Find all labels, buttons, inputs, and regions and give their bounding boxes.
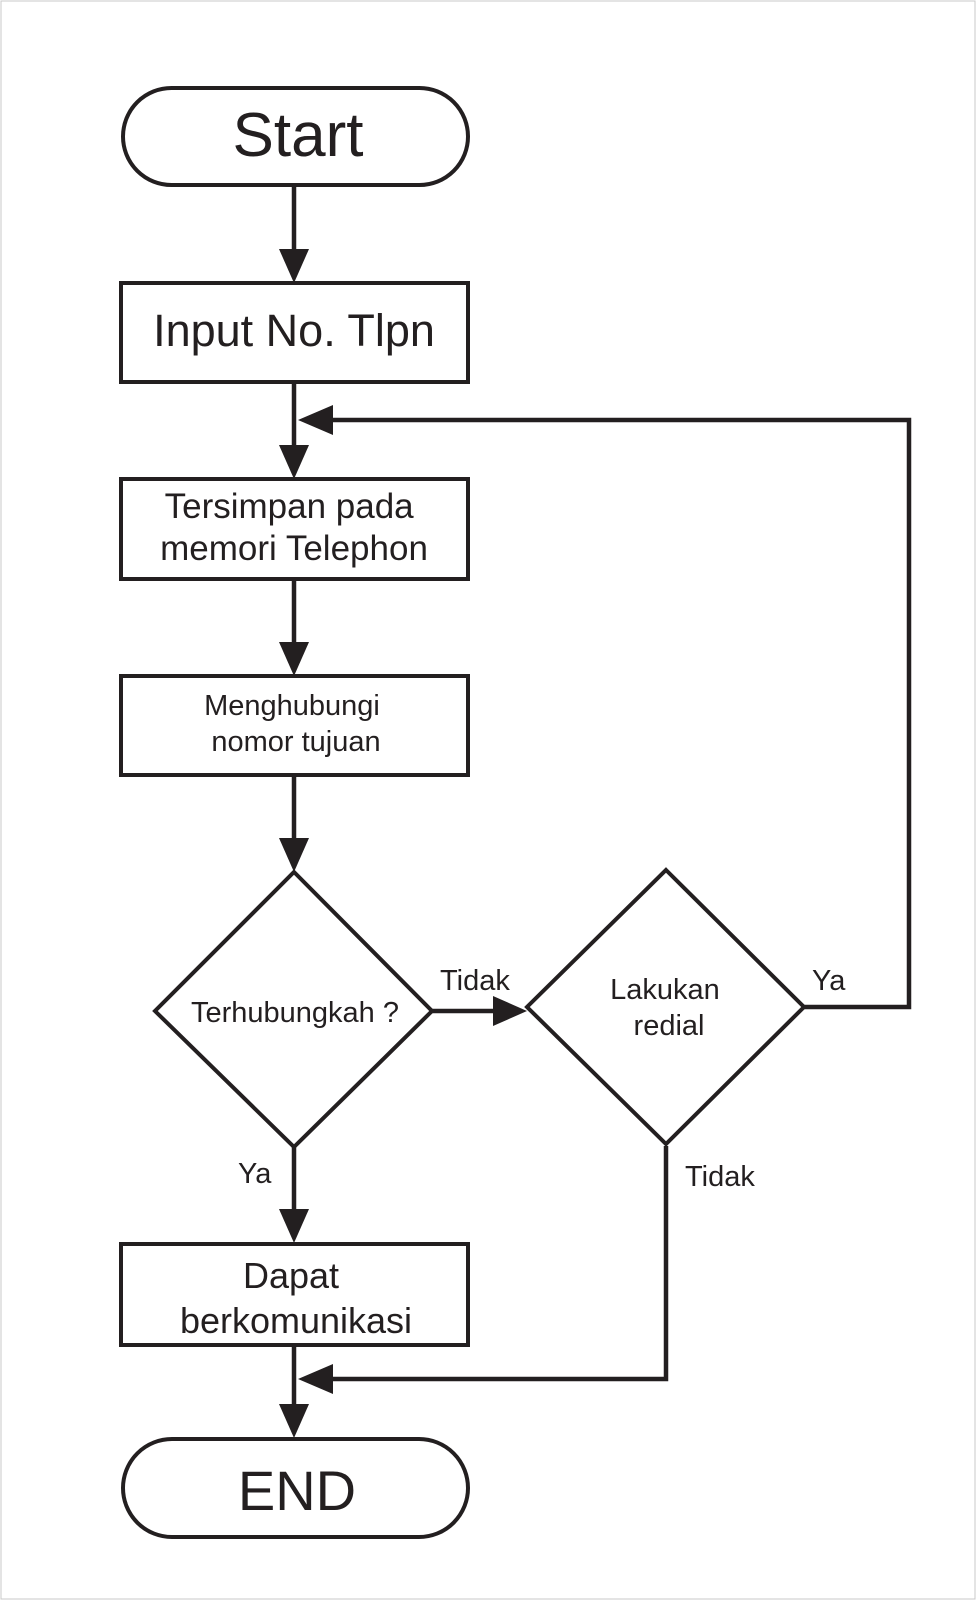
store-label: Tersimpan pada memori Telephon [160, 487, 428, 568]
edge-redial-to-store [328, 417, 912, 1010]
store-label-line-1: Tersimpan pada [165, 487, 415, 526]
dial-label: Menghubungi nomor tujuan [204, 690, 388, 758]
edge-label-connected-no: Tidak [440, 965, 510, 997]
node-labels: Start Input No. Tlpn Tersimpan pada memo… [153, 101, 728, 1522]
redial-label: Lakukan redial [610, 974, 728, 1042]
input-process-box [119, 281, 470, 384]
communicate-process-box [119, 1242, 470, 1347]
input-label-line: Input No. Tlpn [153, 305, 435, 356]
dial-label-line-1: Menghubungi [204, 690, 380, 722]
communicate-label-line-2: berkomunikasi [180, 1300, 412, 1341]
redial-label-line-1: Lakukan [610, 974, 720, 1006]
connected-decision [152, 869, 435, 1150]
edge-label-redial-yes: Ya [812, 965, 846, 997]
redial-decision [524, 867, 807, 1147]
connected-label: Terhubungkah ? [191, 997, 399, 1029]
communicate-label-line-1: Dapat [243, 1255, 339, 1296]
arrowhead-input [279, 249, 309, 283]
redial-label-line-2: redial [634, 1010, 705, 1042]
communicate-label: Dapat berkomunikasi [180, 1255, 412, 1341]
end-label: END [238, 1459, 356, 1522]
arrowhead-dial [279, 642, 309, 676]
connected-label-line: Terhubungkah ? [191, 997, 399, 1029]
store-label-line-2: memori Telephon [160, 529, 428, 568]
shapes [119, 86, 807, 1539]
edge-label-redial-no: Tidak [685, 1161, 755, 1193]
end-label-line: END [238, 1459, 356, 1522]
arrowheads [279, 249, 527, 1438]
edge-redial-to-end [328, 1146, 669, 1382]
arrowhead-redial [493, 996, 527, 1026]
arrowhead-redial-to-end [298, 1364, 333, 1394]
start-label: Start [233, 101, 364, 170]
arrowhead-communicate [279, 1209, 309, 1243]
start-label-line: Start [233, 101, 364, 170]
end-terminator [121, 1437, 470, 1539]
edge-labels: Tidak Ya Ya Tidak [238, 965, 846, 1193]
store-process-box [119, 477, 470, 581]
dial-label-line-2: nomor tujuan [211, 726, 380, 758]
arrowhead-loop-to-store [298, 405, 333, 435]
start-terminator [121, 86, 470, 187]
arrowhead-store [279, 445, 309, 479]
arrowhead-connected [279, 838, 309, 872]
edge-label-connected-yes: Ya [238, 1158, 272, 1190]
connectors [291, 186, 912, 1410]
dial-process-box [119, 674, 470, 777]
arrowhead-end [279, 1404, 309, 1438]
input-label: Input No. Tlpn [153, 305, 435, 356]
